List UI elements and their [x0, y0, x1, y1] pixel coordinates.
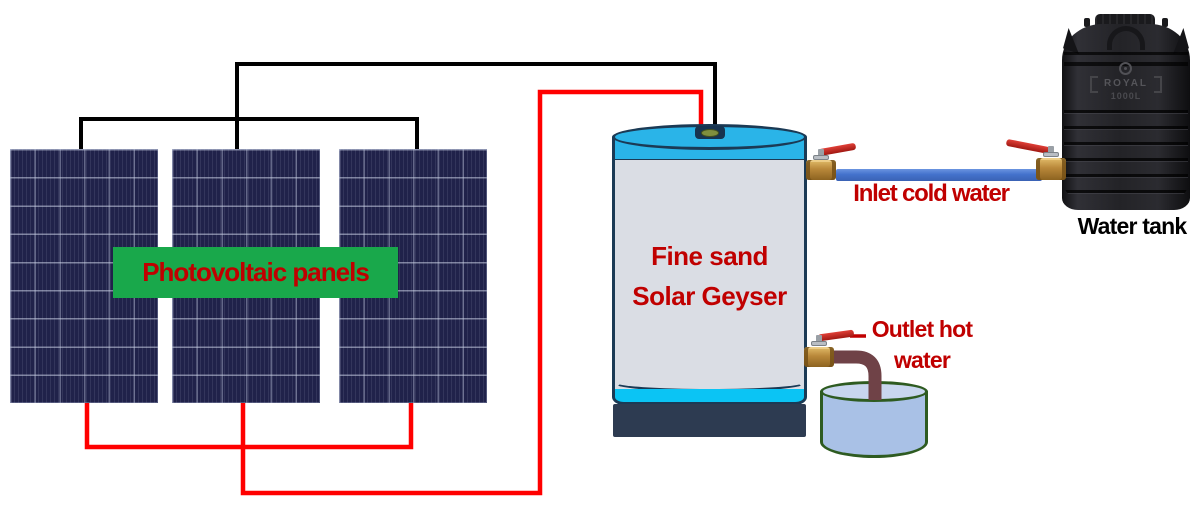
tank-rib-upper — [1064, 52, 1188, 66]
geyser-body — [612, 160, 807, 389]
outlet-hot-water-label: Outlet hot water — [852, 314, 992, 376]
valve-flange — [1043, 152, 1059, 157]
geyser-label-line1: Fine sand — [651, 241, 768, 271]
valve-flange — [811, 341, 827, 346]
tank-brand: ROYAL — [1103, 78, 1149, 89]
tank-capacity: 1000L — [1110, 91, 1142, 101]
tank-logo — [1119, 62, 1132, 75]
photovoltaic-panels-label: Photovoltaic panels — [113, 247, 398, 298]
tank-vent-right — [1162, 18, 1168, 27]
valve-body — [806, 160, 836, 180]
valve-body — [804, 347, 834, 367]
inlet-cold-water-label: Inlet cold water — [853, 180, 1010, 207]
outlet-label-line2: water — [893, 347, 951, 373]
water-tank-label: Water tank — [1077, 213, 1188, 239]
tank-handle — [1107, 26, 1145, 50]
bucket-opening — [820, 381, 928, 402]
valve-stem — [1048, 146, 1054, 153]
red-wire-panel-bus — [84, 401, 414, 450]
valve-flange — [813, 155, 829, 160]
water-tank: ROYAL 1000L — [1062, 14, 1190, 210]
tank-vent-left — [1084, 18, 1090, 27]
geyser-wire-entry-ring — [701, 129, 719, 137]
geyser-bottom-band — [612, 389, 807, 405]
outlet-label-line1: Outlet hot — [871, 316, 973, 342]
valve-handle — [817, 329, 855, 342]
bucket-body — [820, 391, 928, 458]
valve-stem — [816, 335, 822, 342]
cold-water-pipe — [836, 169, 1042, 181]
geyser-label-line2: Solar Geyser — [632, 281, 787, 311]
black-wire-panel-bus — [79, 117, 419, 152]
tank-molding-left — [1090, 76, 1098, 93]
valve-body — [1036, 158, 1066, 180]
geyser-base — [613, 404, 806, 437]
valve-stem — [818, 149, 824, 156]
tank-ribs — [1064, 98, 1188, 198]
tank-molding-right — [1154, 76, 1162, 93]
